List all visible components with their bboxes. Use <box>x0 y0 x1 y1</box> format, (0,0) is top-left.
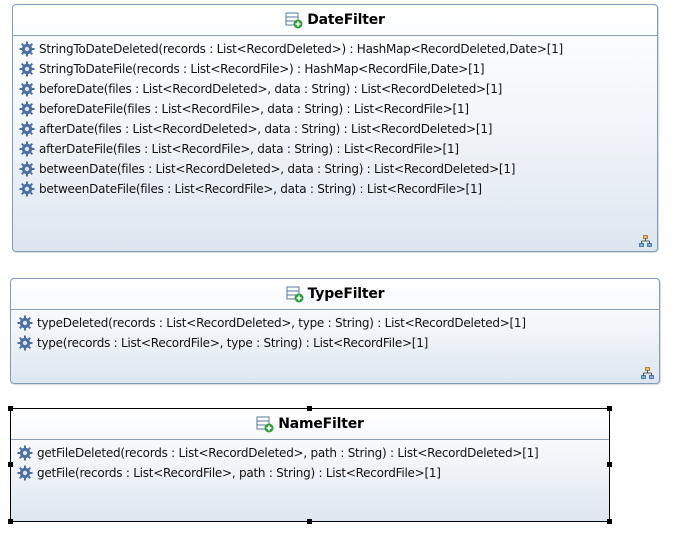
hierarchy-icon[interactable] <box>639 235 652 247</box>
operation-gear-icon <box>17 315 33 331</box>
operation-signature: beforeDate(files : List<RecordDeleted>, … <box>39 82 503 96</box>
operation-gear-icon <box>19 161 35 177</box>
operation-row[interactable]: getFileDeleted(records : List<RecordDele… <box>17 443 609 463</box>
operation-row[interactable]: afterDate(files : List<RecordDeleted>, d… <box>19 119 657 139</box>
operation-signature: betweenDateFile(files : List<RecordFile>… <box>39 182 482 196</box>
resize-handle-nw[interactable] <box>8 406 13 411</box>
operation-row[interactable]: typeDeleted(records : List<RecordDeleted… <box>17 313 659 333</box>
operation-gear-icon <box>19 81 35 97</box>
resize-handle-sw[interactable] <box>8 519 13 524</box>
operation-signature: beforeDateFile(files : List<RecordFile>,… <box>39 102 469 116</box>
class-datefilter[interactable]: DateFilter StringToDateDeleted(records :… <box>12 4 658 252</box>
operation-signature: afterDateFile(files : List<RecordFile>, … <box>39 142 459 156</box>
operation-list: getFileDeleted(records : List<RecordDele… <box>11 440 609 483</box>
class-icon <box>286 286 304 303</box>
operation-signature: type(records : List<RecordFile>, type : … <box>37 336 429 350</box>
operation-signature: afterDate(files : List<RecordDeleted>, d… <box>39 122 493 136</box>
operation-row[interactable]: getFile(records : List<RecordFile>, path… <box>17 463 609 483</box>
operation-row[interactable]: beforeDateFile(files : List<RecordFile>,… <box>19 99 657 119</box>
operation-gear-icon <box>19 101 35 117</box>
operation-gear-icon <box>19 41 35 57</box>
operation-signature: getFile(records : List<RecordFile>, path… <box>37 466 441 480</box>
resize-handle-se[interactable] <box>607 519 612 524</box>
operation-row[interactable]: StringToDateDeleted(records : List<Recor… <box>19 39 657 59</box>
resize-handle-w[interactable] <box>8 462 13 467</box>
class-header: TypeFilter <box>11 279 659 310</box>
class-name: TypeFilter <box>307 286 385 302</box>
operation-signature: typeDeleted(records : List<RecordDeleted… <box>37 316 526 330</box>
operation-gear-icon <box>19 121 35 137</box>
class-header: NameFilter <box>11 409 609 440</box>
operation-row[interactable]: betweenDate(files : List<RecordDeleted>,… <box>19 159 657 179</box>
resize-handle-e[interactable] <box>607 462 612 467</box>
resize-handle-ne[interactable] <box>607 406 612 411</box>
resize-handle-s[interactable] <box>307 519 312 524</box>
operation-row[interactable]: betweenDateFile(files : List<RecordFile>… <box>19 179 657 199</box>
operation-signature: betweenDate(files : List<RecordDeleted>,… <box>39 162 516 176</box>
class-name: NameFilter <box>278 416 364 432</box>
operation-row[interactable]: beforeDate(files : List<RecordDeleted>, … <box>19 79 657 99</box>
operation-row[interactable]: StringToDateFile(records : List<RecordFi… <box>19 59 657 79</box>
class-namefilter[interactable]: NameFilter getFileDeleted(records : List… <box>10 408 610 522</box>
class-icon <box>256 416 274 433</box>
operation-gear-icon <box>17 335 33 351</box>
class-typefilter[interactable]: TypeFilter typeDeleted(records : List<Re… <box>10 278 660 384</box>
operation-signature: StringToDateFile(records : List<RecordFi… <box>39 62 485 76</box>
class-name: DateFilter <box>307 12 385 28</box>
resize-handle-n[interactable] <box>307 406 312 411</box>
operation-gear-icon <box>19 61 35 77</box>
class-header: DateFilter <box>13 5 657 36</box>
operation-signature: getFileDeleted(records : List<RecordDele… <box>37 446 539 460</box>
class-icon <box>285 12 303 29</box>
operation-gear-icon <box>19 181 35 197</box>
operation-row[interactable]: afterDateFile(files : List<RecordFile>, … <box>19 139 657 159</box>
hierarchy-icon[interactable] <box>641 367 654 379</box>
operation-list: typeDeleted(records : List<RecordDeleted… <box>11 310 659 353</box>
operation-gear-icon <box>19 141 35 157</box>
operation-signature: StringToDateDeleted(records : List<Recor… <box>39 42 563 56</box>
operation-list: StringToDateDeleted(records : List<Recor… <box>13 36 657 199</box>
operation-row[interactable]: type(records : List<RecordFile>, type : … <box>17 333 659 353</box>
operation-gear-icon <box>17 465 33 481</box>
operation-gear-icon <box>17 445 33 461</box>
